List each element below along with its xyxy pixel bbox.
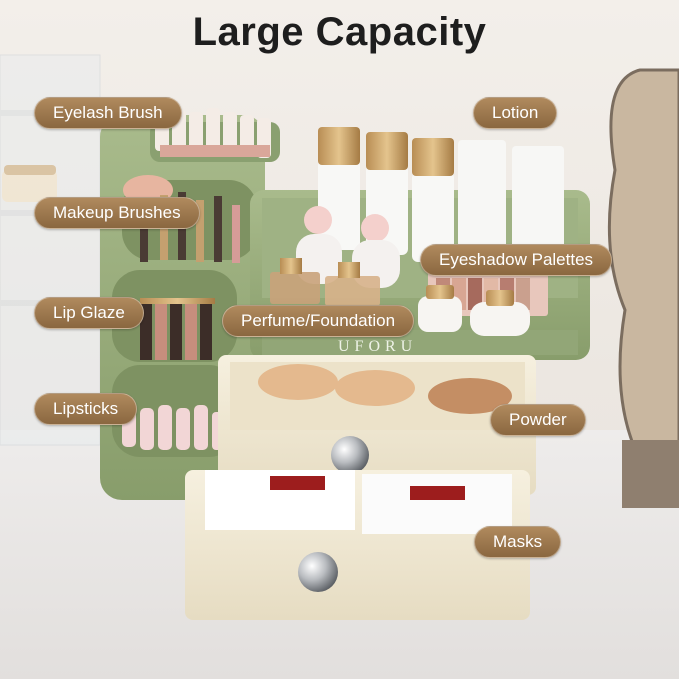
label-eyelash-brush: Eyelash Brush [34,97,182,129]
top-drawer [218,355,536,495]
label-perfume-foundation: Perfume/Foundation [222,305,415,337]
page-title: Large Capacity [192,10,487,54]
bottom-drawer [185,470,530,620]
perfume-bottles [270,206,400,306]
label-makeup-brushes: Makeup Brushes [34,197,200,229]
brand-logo: UFORU [338,338,418,355]
label-lip-glaze: Lip Glaze [34,297,144,329]
mirror [607,68,679,508]
label-lotion: Lotion [473,97,558,129]
lip-glaze-tubes [140,298,215,360]
label-masks: Masks [474,526,562,558]
label-powder: Powder [490,404,586,436]
label-lipsticks: Lipsticks [34,393,138,425]
label-eyeshadow-palettes: Eyeshadow Palettes [420,244,613,276]
lotion-bottles [318,127,564,262]
foundation-bottles [418,285,530,336]
